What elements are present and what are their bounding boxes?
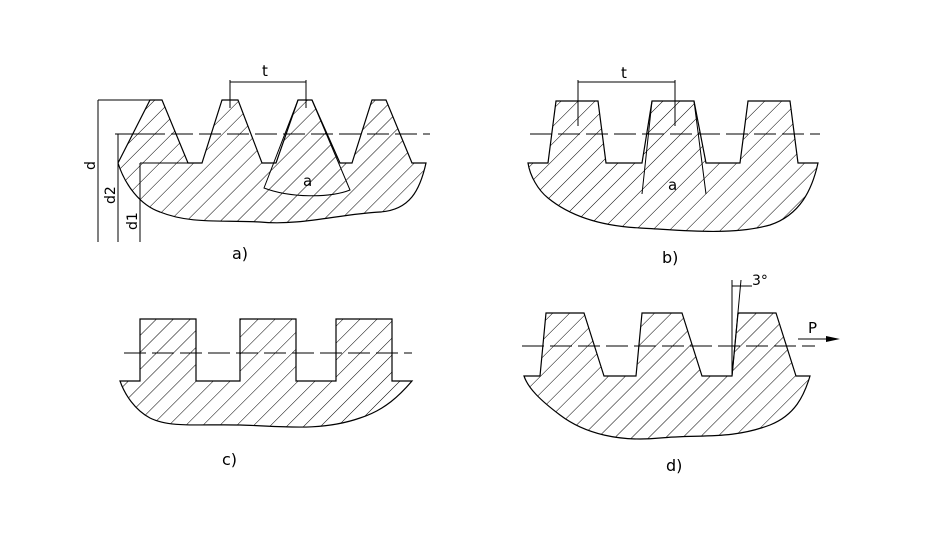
figure-d-buttress-thread: 3° P d) (522, 273, 840, 475)
figure-a-thread-body (117, 99, 427, 224)
figure-a-triangular-thread: t a d d2 d1 a) (83, 62, 430, 263)
figure-a-dim-d1: d1 (125, 212, 141, 230)
figure-d-angle-label: 3° (752, 273, 768, 289)
figure-d-force-arrow (798, 336, 840, 342)
figure-d-angle-indicator (731, 279, 752, 377)
figure-a-diameter-dimensions (97, 99, 188, 242)
figure-d-thread-body (523, 312, 811, 440)
figure-a-profile-sector (263, 99, 351, 197)
figure-d-force-label: P (808, 319, 817, 337)
figure-a-dim-d2: d2 (103, 186, 119, 204)
figure-c-rectangular-thread: c) (119, 318, 414, 469)
figure-d-caption: d) (666, 456, 682, 475)
figure-b-caption: b) (662, 248, 678, 267)
figure-a-dim-d: d (83, 161, 99, 170)
figure-c-thread-body (119, 318, 414, 428)
figure-a-profile-label: a (303, 172, 312, 190)
figure-b-pitch-dimension (577, 80, 676, 126)
figure-a-pitch-dimension (229, 80, 307, 108)
figure-b-trapezoidal-thread: t a b) (527, 64, 820, 267)
figure-b-pitch-label: t (621, 64, 627, 82)
figure-b-profile-label: a (668, 176, 677, 194)
figure-b-thread-body (527, 100, 819, 233)
figure-b-profile-outline (641, 100, 707, 195)
figure-a-pitch-label: t (262, 62, 268, 80)
figure-c-caption: c) (222, 450, 237, 469)
figure-a-caption: a) (232, 244, 248, 263)
